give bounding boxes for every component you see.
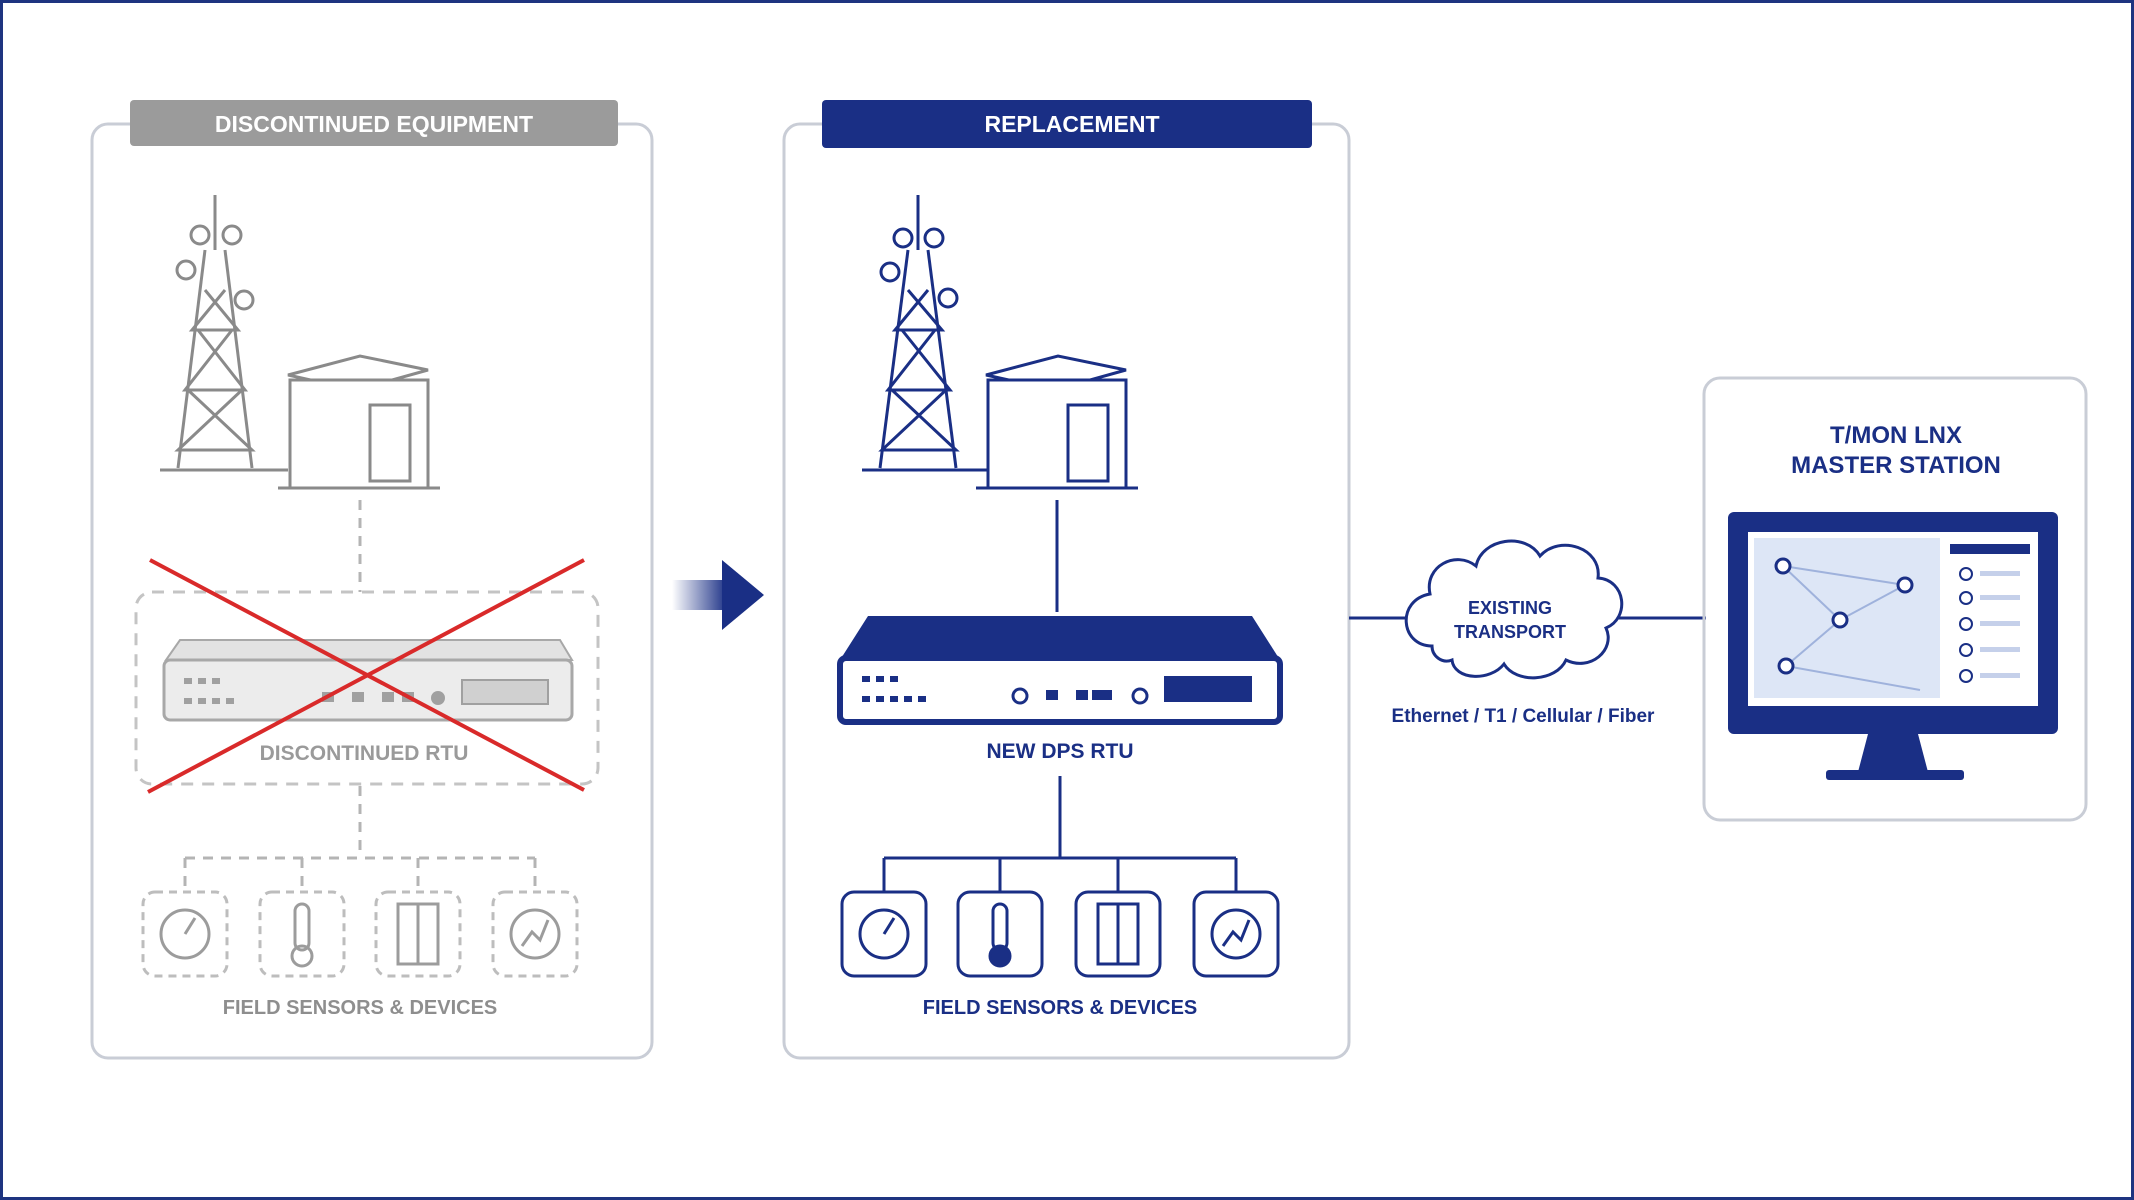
gauge-icon <box>840 890 928 978</box>
master-title-line1: T/MON LNX <box>1830 422 1962 449</box>
cell-tower-icon <box>160 195 288 472</box>
new-rtu-label: NEW DPS RTU <box>987 740 1134 763</box>
red-x-mark <box>147 558 585 794</box>
door-icon <box>374 890 462 978</box>
discontinued-header-bg <box>130 100 618 146</box>
master-title-line2: MASTER STATION <box>1791 452 2001 479</box>
discontinued-sensors-label: FIELD SENSORS & DEVICES <box>223 997 498 1019</box>
sensor-links <box>882 776 1238 892</box>
transport-section: EXISTING TRANSPORT Ethernet / T1 / Cellu… <box>1349 539 1706 727</box>
discontinued-sensors <box>141 890 579 978</box>
equipment-shelter-icon <box>976 354 1138 490</box>
master-station-border <box>1702 376 2088 822</box>
door-icon <box>1074 890 1162 978</box>
cell-tower-icon <box>862 195 990 472</box>
discontinued-panel: DISCONTINUED EQUIPMENT <box>90 100 654 1060</box>
gauge-icon <box>141 890 229 978</box>
replacement-panel-border <box>782 122 1351 1060</box>
meter-icon <box>491 890 579 978</box>
replacement-panel: REPLACEMENT <box>782 100 1351 1060</box>
replacement-arrow-icon <box>672 560 764 630</box>
monitor-icon <box>1728 512 2058 780</box>
thermometer-icon <box>956 890 1044 978</box>
discontinued-rtu-box <box>134 590 600 786</box>
replacement-header-bg <box>822 100 1312 148</box>
replacement-sensors-label: FIELD SENSORS & DEVICES <box>923 997 1198 1019</box>
meter-icon <box>1192 890 1280 978</box>
discontinued-rtu-device <box>162 639 574 722</box>
discontinued-header: DISCONTINUED EQUIPMENT <box>215 111 533 137</box>
cloud-label-line1: EXISTING <box>1468 598 1552 618</box>
new-dps-rtu-device <box>837 616 1283 725</box>
replacement-header: REPLACEMENT <box>984 111 1159 137</box>
dashed-sensor-links <box>183 786 537 892</box>
master-station-panel: T/MON LNX MASTER STATION <box>1702 376 2088 822</box>
replacement-sensors <box>840 890 1280 978</box>
transport-methods: Ethernet / T1 / Cellular / Fiber <box>1392 706 1655 727</box>
discontinued-rtu-label: DISCONTINUED RTU <box>260 742 469 765</box>
cloud-label-line2: TRANSPORT <box>1454 622 1566 642</box>
cloud-icon <box>1404 539 1624 680</box>
equipment-shelter-icon <box>278 354 440 490</box>
thermometer-icon <box>258 890 346 978</box>
